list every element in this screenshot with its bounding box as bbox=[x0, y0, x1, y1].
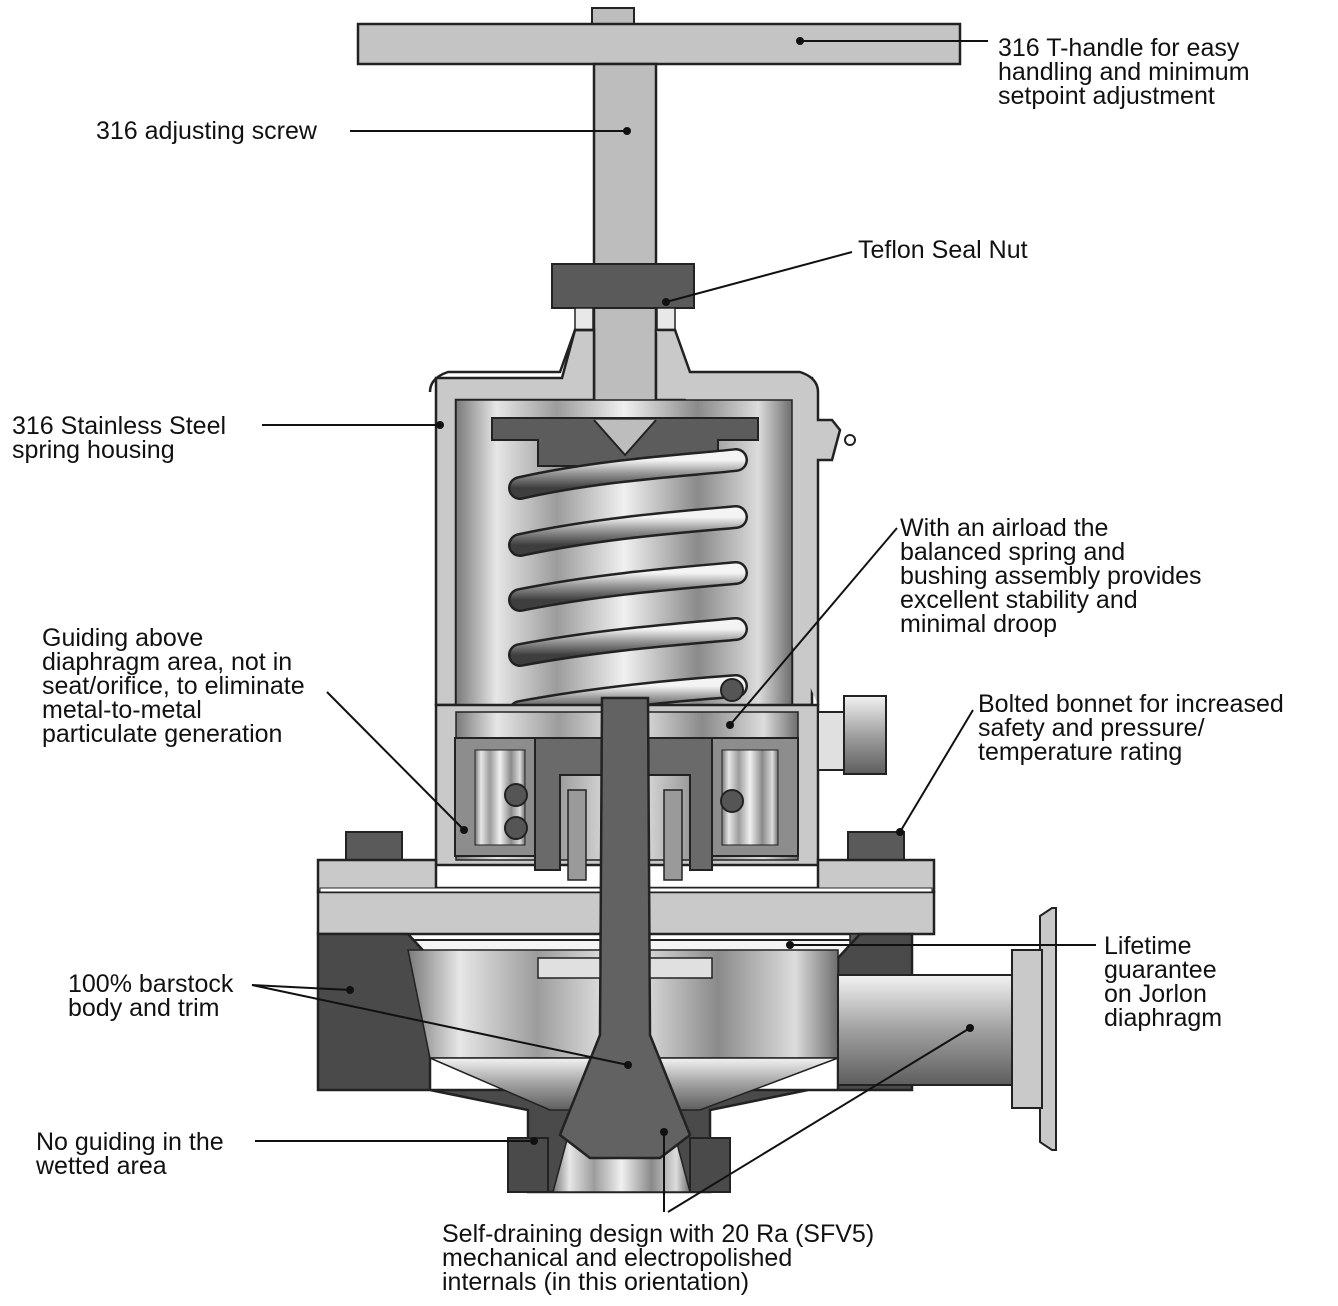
leader-dot-teflon-seal-nut bbox=[662, 298, 670, 306]
leader-bolted-bonnet bbox=[899, 709, 974, 833]
leader-dot-barstock-body bbox=[346, 986, 354, 994]
valve-stem bbox=[537, 696, 713, 1160]
leader-dot-barstock-trim bbox=[624, 1061, 632, 1069]
leader-dot-lifetime-guarantee bbox=[786, 941, 794, 949]
side-port-fitting bbox=[817, 695, 887, 775]
leader-dot-guiding-above bbox=[460, 826, 468, 834]
label-adjusting-screw: 316 adjusting screw bbox=[96, 117, 317, 145]
leader-dot-airload bbox=[726, 721, 734, 729]
leader-self-draining-b bbox=[667, 1027, 971, 1213]
leader-guiding-above bbox=[326, 691, 465, 831]
leader-dot-spring-housing bbox=[436, 421, 444, 429]
outlet-port bbox=[837, 907, 1057, 1151]
label-barstock: 100% barstock body and trim bbox=[68, 970, 234, 1022]
leader-dot-bolted-bonnet bbox=[896, 828, 904, 836]
label-spring-housing: 316 Stainless Steel spring housing bbox=[12, 412, 227, 464]
leader-dot-no-guiding bbox=[530, 1137, 538, 1145]
leader-dot-adjusting-screw bbox=[623, 127, 631, 135]
leader-dot-self-draining-a bbox=[660, 1128, 668, 1136]
label-no-guiding: No guiding in the wetted area bbox=[36, 1128, 224, 1180]
label-self-draining: Self-draining design with 20 Ra (SFV5) m… bbox=[442, 1220, 875, 1296]
leader-dot-t-handle bbox=[796, 37, 804, 45]
label-bolted-bonnet: Bolted bonnet for increased safety and p… bbox=[978, 690, 1284, 766]
t-handle bbox=[356, 7, 962, 66]
label-t-handle: 316 T-handle for easy handling and minim… bbox=[998, 34, 1250, 110]
leader-barstock-body bbox=[251, 984, 351, 991]
leader-dot-self-draining-b bbox=[966, 1024, 974, 1032]
label-guiding-above: Guiding above diaphragm area, not in sea… bbox=[42, 624, 305, 748]
leader-airload bbox=[729, 527, 898, 726]
label-lifetime-guarantee: Lifetime guarantee on Jorlon diaphragm bbox=[1104, 932, 1223, 1032]
leader-teflon-seal-nut bbox=[665, 251, 853, 303]
label-airload: With an airload the balanced spring and … bbox=[900, 514, 1202, 638]
leader-barstock-trim bbox=[251, 984, 629, 1066]
leader-lines bbox=[251, 37, 1096, 1213]
adjusting-screw bbox=[592, 62, 658, 457]
label-teflon-seal-nut: Teflon Seal Nut bbox=[858, 236, 1028, 264]
